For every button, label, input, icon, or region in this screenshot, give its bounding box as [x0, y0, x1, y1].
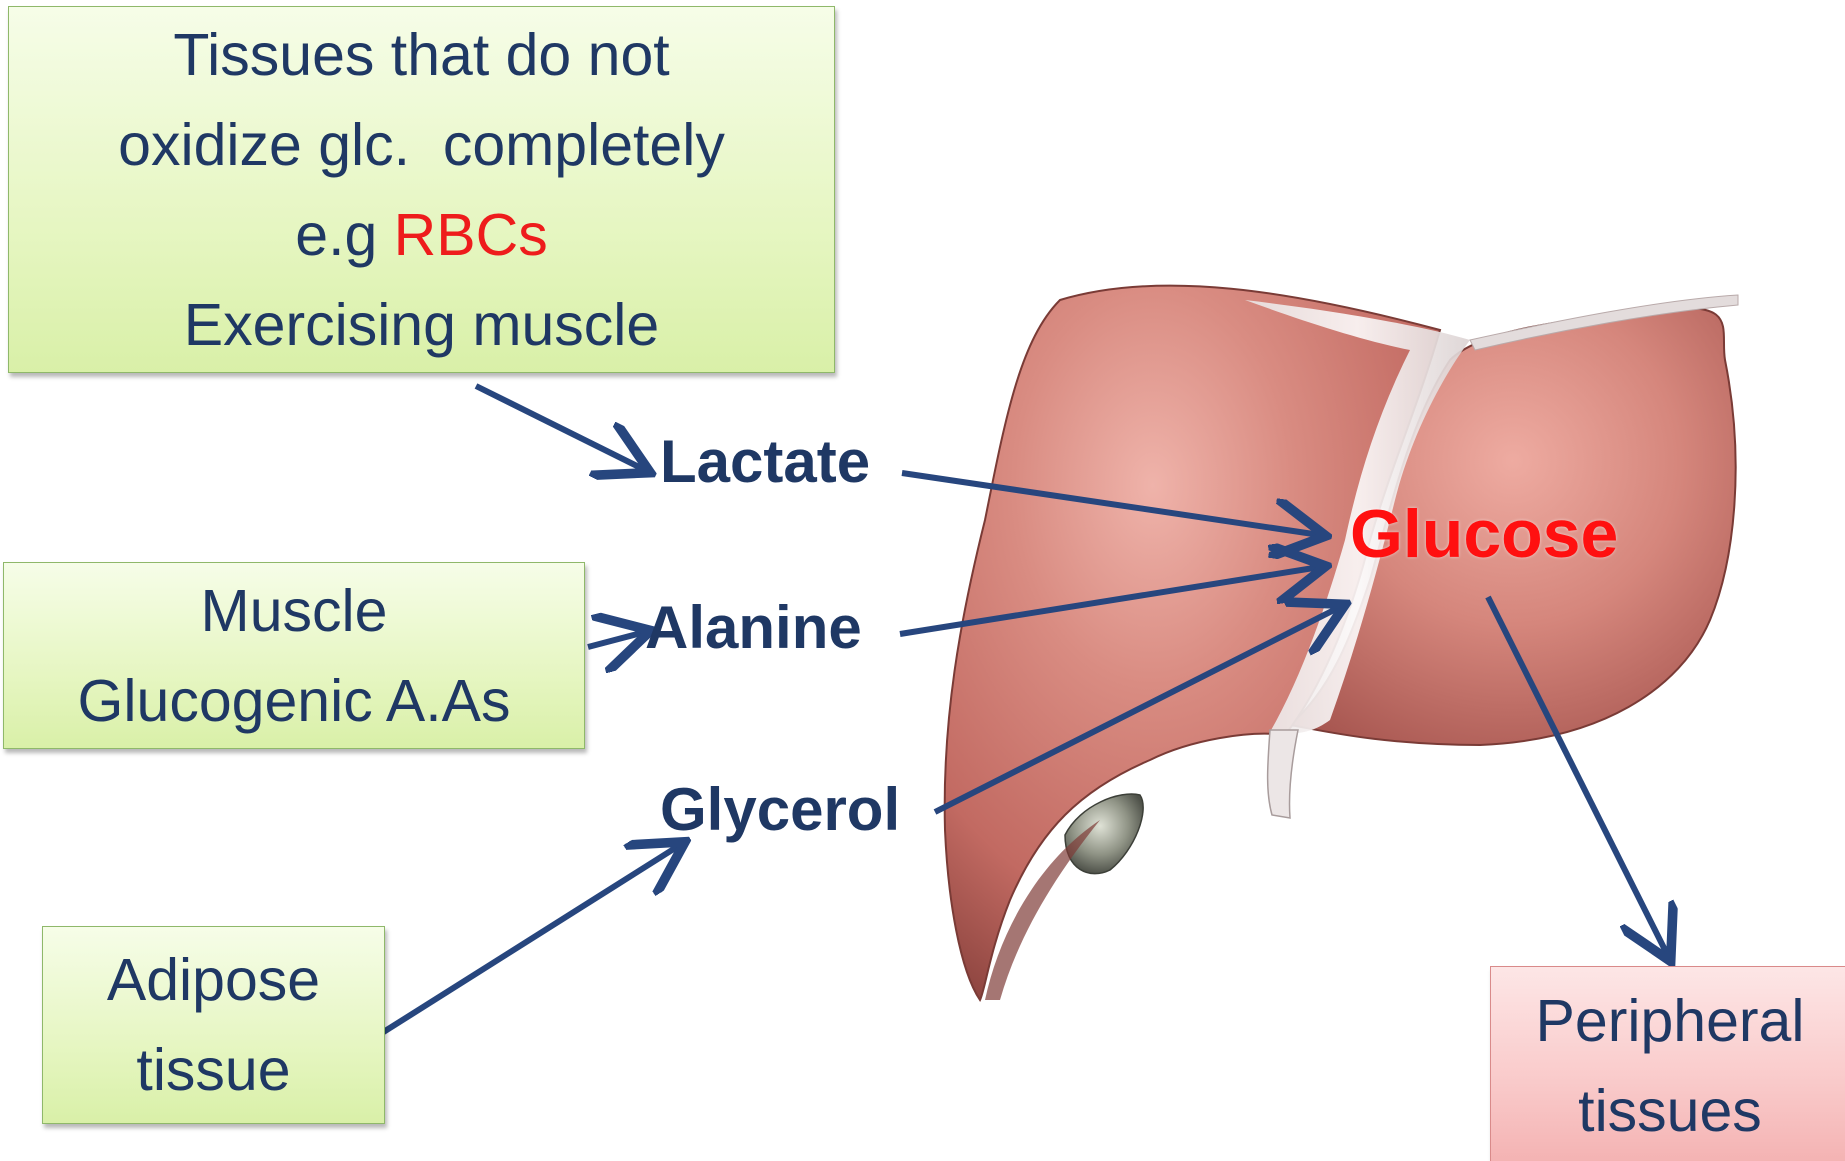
arrow-lactate-to-glucose [902, 473, 1320, 535]
box-non-oxidizing-tissues: Tissues that do not oxidize glc. complet… [8, 6, 835, 373]
tissues-line-eg: e.g RBCs [295, 190, 548, 280]
arrow-alanine-to-glucose [900, 567, 1320, 634]
adipose-line-2: tissue [136, 1025, 290, 1115]
arrow-glycerol-to-glucose [935, 607, 1340, 812]
arrow-tissues-to-lactate [476, 386, 645, 470]
rbcs-highlight: RBCs [394, 202, 548, 268]
box-peripheral-tissues: Peripheral tissues [1490, 966, 1845, 1161]
tissues-line-last: Exercising muscle [184, 280, 659, 370]
tissues-line-2: oxidize glc. completely [118, 100, 725, 190]
arrow-glucose-to-peripheral [1488, 597, 1668, 956]
box-muscle: Muscle Glucogenic A.As [3, 562, 585, 749]
label-glucose: Glucose [1350, 500, 1618, 568]
arrow-muscle-to-alanine [588, 632, 645, 647]
label-lactate: Lactate [660, 432, 870, 492]
tissues-line-1: Tissues that do not [173, 10, 669, 100]
label-glycerol: Glycerol [660, 780, 900, 840]
eg-prefix: e.g [295, 202, 393, 268]
muscle-line-1: Muscle [201, 566, 388, 656]
peripheral-line-2: tissues [1578, 1066, 1762, 1156]
muscle-line-2: Glucogenic A.As [78, 656, 511, 746]
peripheral-line-1: Peripheral [1536, 976, 1805, 1066]
arrow-adipose-to-glycerol [355, 845, 680, 1050]
adipose-line-1: Adipose [107, 935, 320, 1025]
label-alanine: Alanine [645, 598, 862, 658]
box-adipose-tissue: Adipose tissue [42, 926, 385, 1124]
